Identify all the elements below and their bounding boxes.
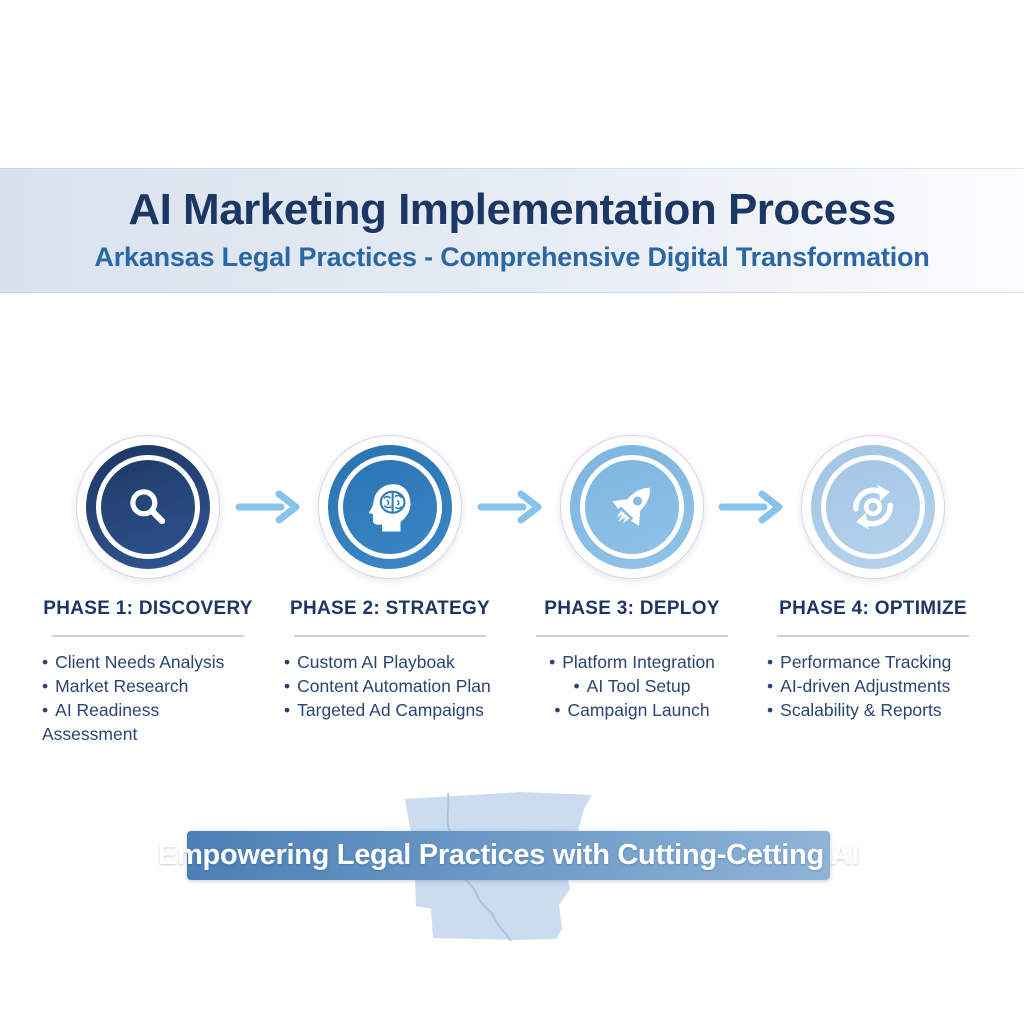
phase2-circle [318, 435, 462, 579]
phase3-divider [536, 635, 728, 637]
phase-list-item: AI Tool Setup [526, 674, 738, 698]
phase-list-item: Client Needs Analysis [42, 650, 254, 674]
magnifier-icon [130, 489, 166, 525]
phase-list-item: AI-driven Adjustments [767, 674, 979, 698]
phase-list-item: Content Automation Plan [284, 674, 496, 698]
phase-list-item: Custom AI Playboak [284, 650, 496, 674]
phase1-list: Client Needs AnalysisMarket ResearchAI R… [42, 650, 254, 746]
phase-list-item: Performance Tracking [767, 650, 979, 674]
phase4-title: PHASE 4: OPTIMIZE [779, 598, 967, 619]
phase-list-item: Market Research [42, 674, 254, 698]
phase1-circle [76, 435, 220, 579]
phase2-disc [328, 445, 452, 569]
phase-column-deploy: PHASE 3: DEPLOY Platform IntegrationAI T… [517, 435, 747, 722]
phase4-list: Performance TrackingAI-driven Adjustment… [767, 650, 979, 722]
phase1-disc [86, 445, 210, 569]
phase-list-item: AI Readiness Assessment [42, 698, 254, 746]
head-brain-icon [368, 484, 411, 532]
header-band: AI Marketing Implementation Process Arka… [0, 168, 1024, 293]
phase-column-optimize: PHASE 4: OPTIMIZE Performance TrackingAI… [758, 435, 988, 722]
phase3-title: PHASE 3: DEPLOY [544, 598, 720, 619]
rocket-icon [612, 487, 650, 526]
phase-list-item: Scalability & Reports [767, 698, 979, 722]
phase-column-strategy: PHASE 2: STRATEGY Custom AI PlayboakCont… [275, 435, 505, 722]
bottom-banner: Empowering Legal Practices with Cutting-… [158, 831, 859, 880]
phase2-divider [294, 635, 486, 637]
page-subtitle: Arkansas Legal Practices - Comprehensive… [94, 242, 930, 273]
page-title: AI Marketing Implementation Process [128, 185, 896, 234]
phase1-title: PHASE 1: DISCOVERY [43, 598, 253, 619]
flow-arrow-1-icon [235, 490, 300, 524]
phase-list-item: Campaign Launch [526, 698, 738, 722]
phase1-divider [52, 635, 244, 637]
phase2-list: Custom AI PlayboakContent Automation Pla… [284, 650, 496, 722]
flow-arrow-2-icon [477, 490, 542, 524]
phase3-disc [570, 445, 694, 569]
phase3-list: Platform IntegrationAI Tool SetupCampaig… [526, 650, 738, 722]
phase4-disc [811, 445, 935, 569]
banner-text: Empowering Legal Practices with Cutting-… [158, 839, 859, 871]
phase-column-discovery: PHASE 1: DISCOVERY Client Needs Analysis… [33, 435, 263, 746]
phase4-circle [801, 435, 945, 579]
phase-list-item: Targeted Ad Campaigns [284, 698, 496, 722]
phase2-title: PHASE 2: STRATEGY [289, 598, 491, 619]
phase4-divider [777, 635, 969, 637]
phase3-circle [560, 435, 704, 579]
sync-arrows-icon [853, 484, 893, 530]
phase-list-item: Platform Integration [526, 650, 738, 674]
flow-arrow-3-icon [718, 490, 783, 524]
